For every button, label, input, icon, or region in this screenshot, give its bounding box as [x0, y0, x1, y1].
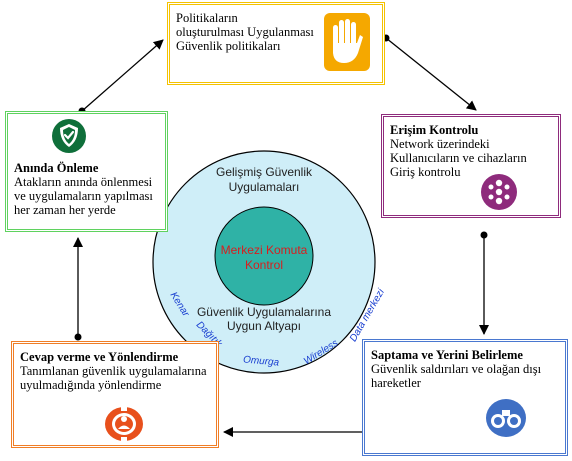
- binoculars-icon: [486, 399, 526, 437]
- policy-box: Politikaların oluşturulması Uygulanması …: [167, 2, 385, 85]
- policy-line-3: Güvenlik politikaları: [176, 39, 281, 53]
- inner-line-1: Merkezi Komuta: [220, 243, 308, 257]
- access-control-line-1: Network üzerindeki: [390, 137, 490, 151]
- inner-label: Merkezi Komuta Kontrol: [214, 243, 314, 273]
- prevention-line-3: her zaman her yerde: [14, 203, 116, 217]
- response-text: Cevap verme ve Yönlendirme Tanımlanan gü…: [20, 350, 207, 392]
- response-box: Cevap verme ve Yönlendirme Tanımlanan gü…: [11, 341, 219, 448]
- connector-left-to-top: [81, 39, 164, 112]
- response-title: Cevap verme ve Yönlendirme: [20, 350, 179, 364]
- access-control-text: Erişim Kontrolu Network üzerindeki Kulla…: [390, 123, 527, 179]
- access-control-title: Erişim Kontrolu: [390, 123, 479, 137]
- response-line-2: uyulmadığında yönlendirme: [20, 378, 162, 392]
- response-line-1: Tanımlanan güvenlik uygulamalarına: [20, 364, 207, 378]
- target-person-icon: [105, 406, 143, 442]
- access-control-line-2: Kullanıcıların ve cihazların: [390, 151, 527, 165]
- prevention-line-1: Atakların anında önlenmesi: [14, 175, 153, 189]
- traffic-light-icon: [481, 174, 517, 210]
- outer-top-line-2: Uygulamaları: [228, 180, 300, 194]
- prevention-title: Anında Önleme: [14, 161, 99, 175]
- access-control-line-3: Giriş kontrolu: [390, 165, 461, 179]
- shield-check-icon: [52, 119, 86, 153]
- access-control-box: Erişim Kontrolu Network üzerindeki Kulla…: [381, 114, 561, 218]
- prevention-box: Anında Önleme Atakların anında önlenmesi…: [5, 111, 168, 232]
- policy-line-1: Politikaların: [176, 11, 238, 25]
- outer-bottom-line-2: Uygun Altyapı: [226, 319, 302, 333]
- inner-circle: [214, 206, 314, 306]
- outer-bottom-label: Güvenlik Uygulamalarına Uygun Altyapı: [184, 305, 344, 333]
- outer-top-line-1: Gelişmiş Güvenlik: [215, 165, 313, 179]
- detection-box: Saptama ve Yerini Belirleme Güvenlik sal…: [362, 339, 568, 456]
- detection-line-2: hareketler: [371, 376, 421, 390]
- prevention-text: Anında Önleme Atakların anında önlenmesi…: [14, 161, 153, 217]
- outer-bottom-line-1: Güvenlik Uygulamalarına: [196, 305, 332, 319]
- policy-line-2: oluşturulması Uygulanması: [176, 25, 314, 39]
- prevention-line-2: ve uygulamaların yapılması: [14, 189, 153, 203]
- connector-top-to-right: [385, 37, 477, 111]
- detection-title: Saptama ve Yerini Belirleme: [371, 348, 523, 362]
- detection-text: Saptama ve Yerini Belirleme Güvenlik sal…: [371, 348, 541, 390]
- policy-text: Politikaların oluşturulması Uygulanması …: [176, 11, 314, 53]
- hand-stop-icon: [324, 13, 370, 71]
- inner-line-2: Kontrol: [244, 258, 284, 272]
- outer-top-label: Gelişmiş Güvenlik Uygulamaları: [184, 165, 344, 195]
- detection-line-1: Güvenlik saldırıları ve olağan dışı: [371, 362, 542, 376]
